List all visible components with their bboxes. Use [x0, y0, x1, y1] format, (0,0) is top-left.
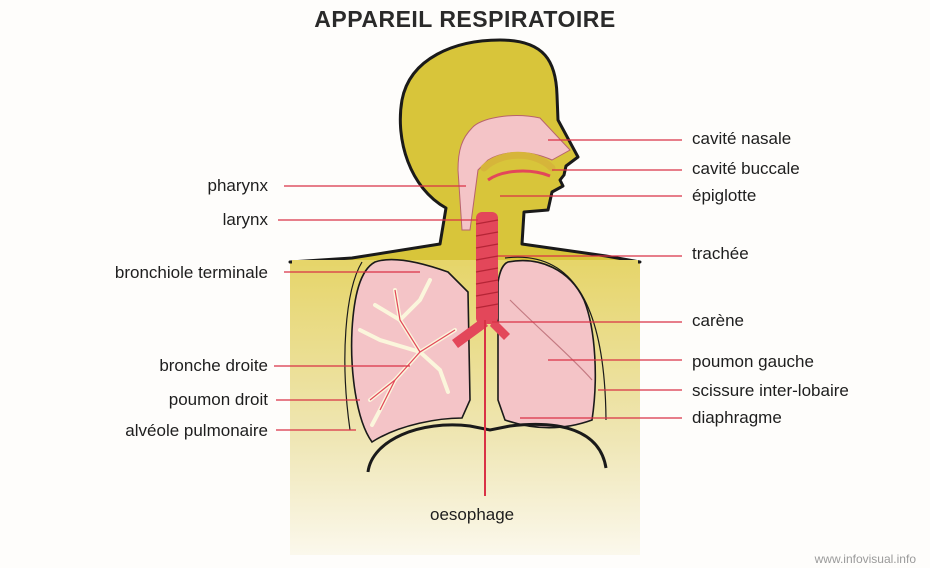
label-pharynx: pharynx	[208, 176, 268, 196]
label-trachee: trachée	[692, 244, 749, 264]
label-epiglotte: épiglotte	[692, 186, 756, 206]
label-alveole-pulmonaire: alvéole pulmonaire	[125, 421, 268, 441]
label-larynx: larynx	[223, 210, 268, 230]
label-poumon-droit: poumon droit	[169, 390, 268, 410]
label-cavite-buccale: cavité buccale	[692, 159, 800, 179]
label-cavite-nasale: cavité nasale	[692, 129, 791, 149]
label-scissure-inter-lobaire: scissure inter-lobaire	[692, 381, 849, 401]
label-bronche-droite: bronche droite	[159, 356, 268, 376]
label-diaphragme: diaphragme	[692, 408, 782, 428]
label-carene: carène	[692, 311, 744, 331]
label-poumon-gauche: poumon gauche	[692, 352, 814, 372]
label-oesophage: oesophage	[430, 505, 514, 525]
label-bronchiole-terminale: bronchiole terminale	[115, 263, 268, 283]
credit-link[interactable]: www.infovisual.info	[815, 552, 916, 566]
